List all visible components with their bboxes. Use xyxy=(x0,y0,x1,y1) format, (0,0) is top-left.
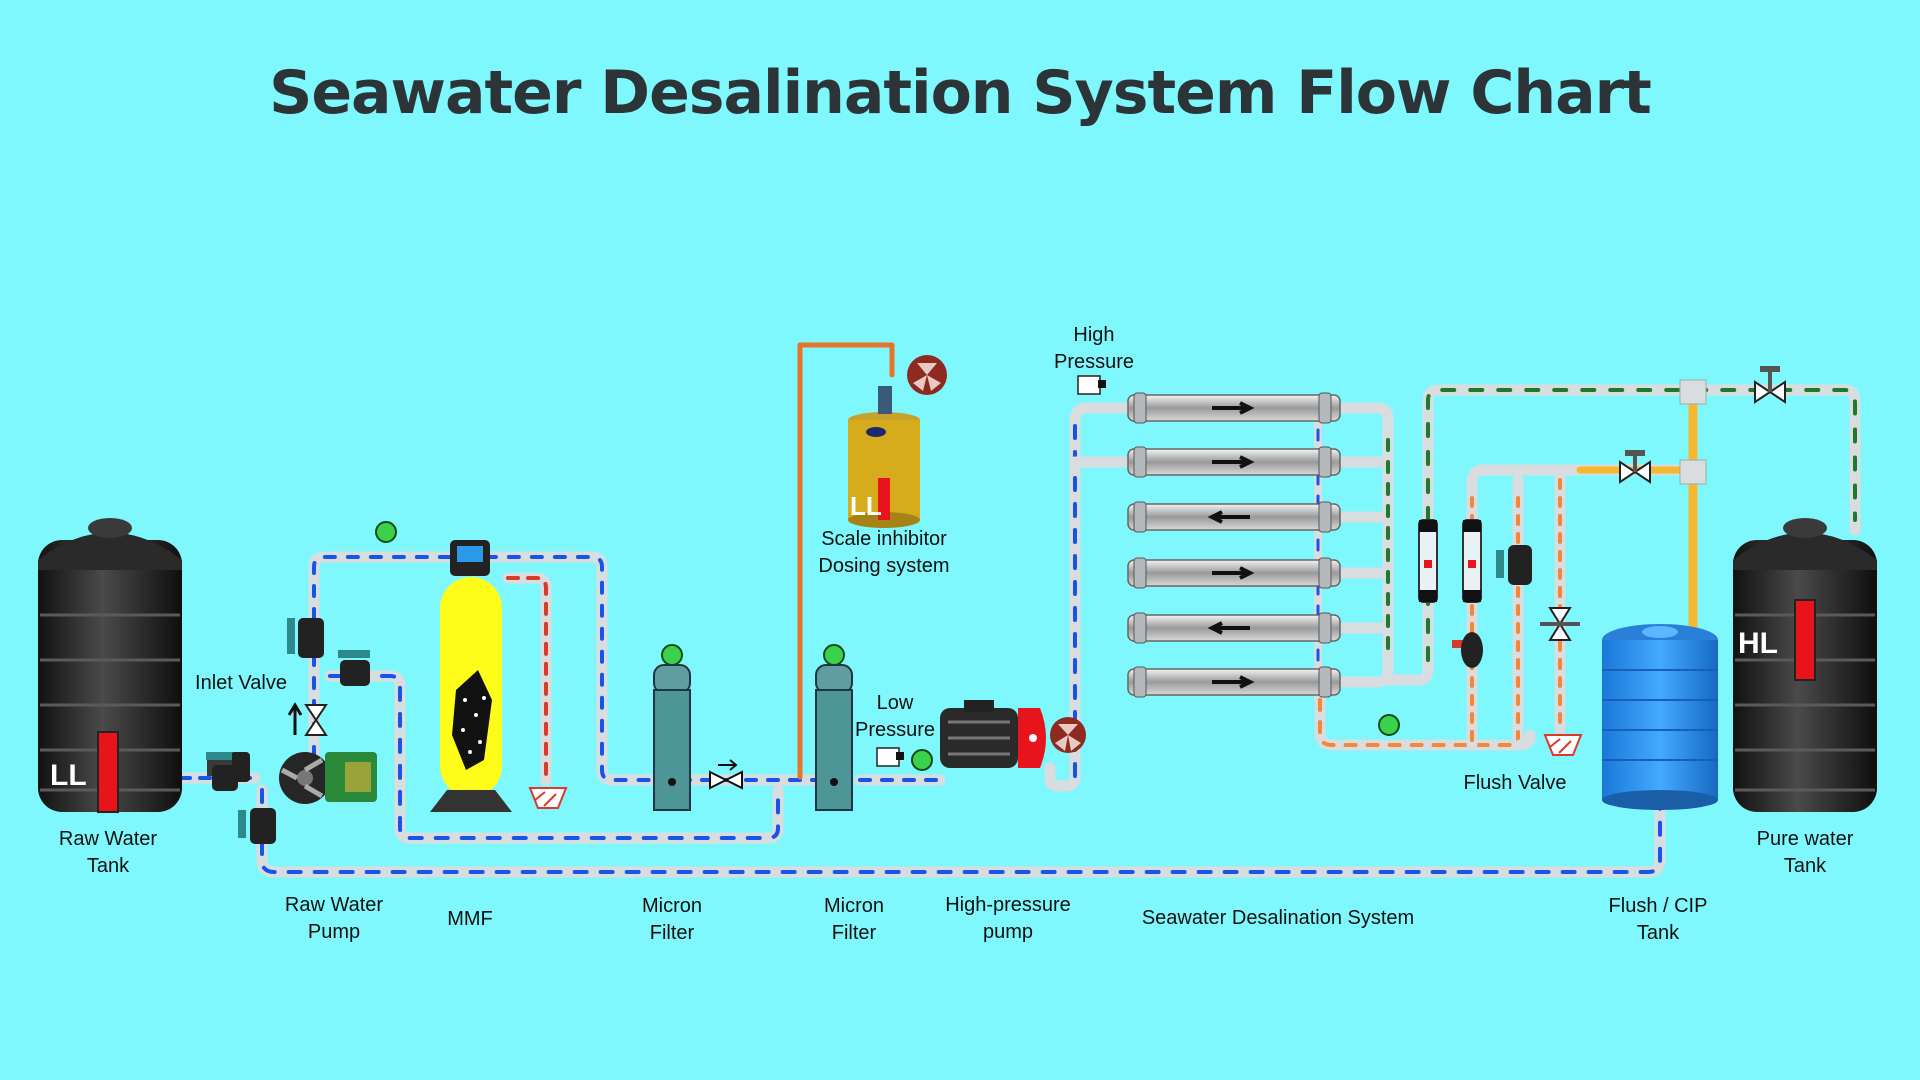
flow-arrow-right-icon xyxy=(1212,401,1255,415)
label-desalination-system: Seawater Desalination System xyxy=(1141,907,1415,929)
concentrate-gauge-icon xyxy=(1378,714,1400,736)
page-title: Seawater Desalination System Flow Chart xyxy=(269,58,1652,128)
pump-inlet-valve[interactable] xyxy=(206,752,238,791)
label-raw-water-tank: Raw Water Tank xyxy=(58,828,158,877)
pump-impeller-icon xyxy=(297,770,313,786)
raw-tank-level: LL xyxy=(50,759,87,792)
micron-filter-2-gauge-icon xyxy=(823,644,845,666)
inlet-valve[interactable] xyxy=(287,702,328,736)
low-pressure-switch xyxy=(876,747,904,767)
flush-drain xyxy=(1543,734,1583,756)
flow-arrow-left-icon xyxy=(1207,510,1250,524)
low-pressure-gauge-icon xyxy=(911,749,933,771)
dosing-tank-level: LL xyxy=(850,491,882,521)
membrane-vessel-3 xyxy=(1127,501,1341,533)
flow-arrow-right-icon xyxy=(1212,455,1255,469)
micron-filter-1 xyxy=(653,664,691,811)
product-valve[interactable] xyxy=(1619,450,1651,484)
label-flush-cip-tank: Flush / CIP Tank xyxy=(1608,895,1708,944)
high-pressure-pump[interactable] xyxy=(940,700,1086,768)
label-high-pressure-pump: High-pressure pump xyxy=(945,894,1071,943)
mmf-drain xyxy=(528,787,568,809)
flow-arrow-right-icon xyxy=(1212,566,1255,580)
mmf-gauge-icon xyxy=(375,521,397,543)
raw-water-tank: LL xyxy=(38,518,182,813)
label-low-pressure: Low Pressure xyxy=(854,692,936,741)
flow-arrow-left-icon xyxy=(1207,621,1250,635)
dosing-motor-fan-icon xyxy=(907,355,947,395)
membrane-vessel-6 xyxy=(1127,666,1341,698)
dosing-tank: LL xyxy=(848,412,920,528)
label-mmf: MMF xyxy=(447,908,493,930)
check-valve-icon[interactable] xyxy=(709,759,743,790)
pipe-permeate xyxy=(1382,384,1861,686)
bypass-valve[interactable] xyxy=(338,650,370,686)
dosing-pump[interactable] xyxy=(878,386,892,414)
raw-water-pump[interactable] xyxy=(207,752,377,804)
concentrate-needle-valve[interactable] xyxy=(1452,632,1483,668)
pipe-hp-to-membranes xyxy=(1044,402,1136,792)
label-high-pressure: High Pressure xyxy=(1053,324,1135,373)
pipe-dosing xyxy=(797,342,895,780)
pipe-concentrate xyxy=(1314,684,1526,751)
label-flush-valve: Flush Valve xyxy=(1463,772,1567,794)
label-micron-filter-2: Micron Filter xyxy=(823,895,885,944)
pump-drain-valve[interactable] xyxy=(238,808,276,844)
membrane-array xyxy=(1127,392,1341,698)
high-pressure-switch xyxy=(1077,375,1106,395)
pure-water-valve[interactable] xyxy=(1754,366,1786,404)
flow-arrow-right-icon xyxy=(1212,675,1255,689)
mmf-vessel xyxy=(430,540,512,812)
check-valve[interactable] xyxy=(287,618,324,658)
flush-cip-tank xyxy=(1602,624,1718,810)
pipe-flush-return xyxy=(256,784,1666,878)
membrane-vessel-5 xyxy=(1127,612,1341,644)
membrane-vessel-2 xyxy=(1127,446,1341,478)
arrow-up-icon xyxy=(287,702,303,735)
label-micron-filter-1: Micron Filter xyxy=(641,895,703,944)
flowmeter-1-icon xyxy=(1418,519,1438,603)
label-inlet-valve: Inlet Valve xyxy=(195,672,287,694)
micron-filter-1-gauge-icon xyxy=(661,644,683,666)
flowmeter-2-icon xyxy=(1462,519,1482,603)
flush-valve[interactable] xyxy=(1540,607,1580,641)
pipe-mmf-bottom xyxy=(324,670,784,844)
membrane-vessel-1 xyxy=(1127,392,1341,424)
label-raw-water-pump: Raw Water Pump xyxy=(284,894,384,943)
micron-filter-2 xyxy=(815,664,853,811)
label-pure-water-tank: Pure water Tank xyxy=(1756,828,1854,877)
membrane-vessel-4 xyxy=(1127,557,1341,589)
flush-solenoid-valve[interactable] xyxy=(1496,545,1532,585)
pure-water-tank: HL xyxy=(1733,518,1877,812)
label-scale-inhibitor: Scale inhibitor Dosing system xyxy=(818,528,950,577)
pure-tank-level: HL xyxy=(1738,627,1778,660)
